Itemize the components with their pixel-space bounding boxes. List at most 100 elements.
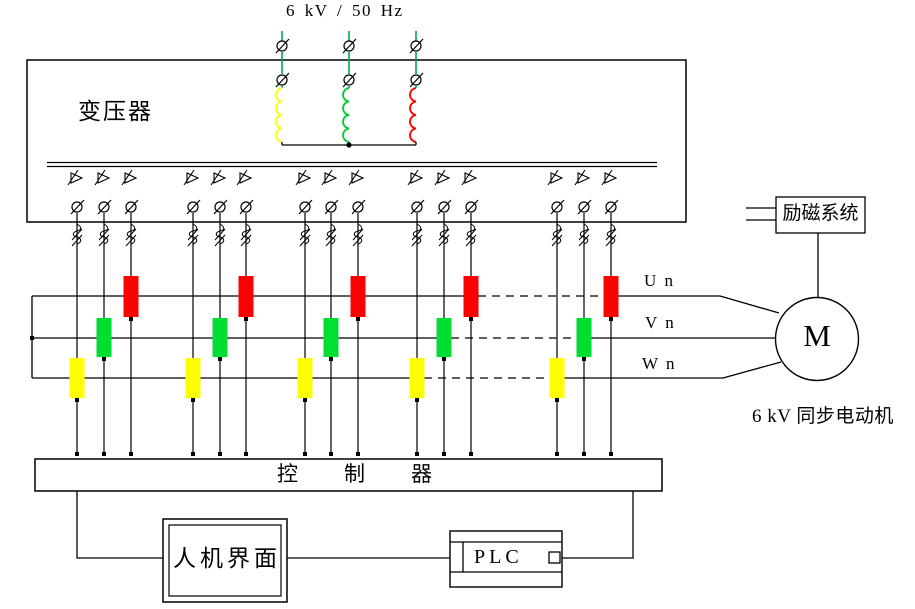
arrester-icon — [412, 223, 422, 245]
arrester-tick — [438, 234, 450, 247]
controller-box — [34, 458, 663, 492]
module-junction-dot — [469, 317, 473, 321]
module-junction-dot — [244, 317, 248, 321]
tap-contact-icon — [351, 172, 365, 184]
excitation-box — [775, 196, 866, 234]
thyristor-module-w — [549, 358, 565, 398]
arrester-tick — [411, 228, 423, 241]
arrester-icon — [466, 223, 476, 245]
module-junction-dot — [356, 317, 360, 321]
tap-isolator-icon-slash — [550, 199, 565, 215]
module-junction-dot — [102, 357, 106, 361]
tap-contact-icon — [186, 172, 200, 184]
tap-contact-tick — [574, 169, 586, 186]
arrester-tick — [352, 234, 364, 247]
phase-u-motor-lead — [719, 295, 780, 314]
tap-isolator-icon-slash — [324, 199, 339, 215]
tap-contact-icon — [124, 172, 138, 184]
arrester-icon — [300, 223, 310, 245]
tap-isolator-icon-slash — [604, 199, 619, 215]
tap-contact-icon — [577, 172, 591, 184]
thyristor-module-w — [185, 358, 201, 398]
motor-caption: 6 kV 同步电动机 — [752, 406, 894, 427]
primary-coil — [409, 87, 417, 143]
arrester-tick — [551, 234, 563, 247]
supply-isolator-icon — [343, 74, 355, 86]
thyristor-module-u — [463, 276, 479, 317]
controller-junction-dot — [555, 452, 559, 456]
controller-junction-dot — [303, 452, 307, 456]
module-junction-dot — [329, 357, 333, 361]
controller-junction-dot — [469, 452, 473, 456]
module-junction-dot — [442, 357, 446, 361]
controller-junction-dot — [244, 452, 248, 456]
tap-isolator-icon-slash — [70, 199, 85, 215]
arrester-icon — [241, 223, 251, 245]
thyristor-module-u — [603, 276, 619, 317]
tap-contact-icon — [437, 172, 451, 184]
excitation-system-label: 励磁系统 — [782, 203, 859, 224]
tap-isolator-icon — [187, 201, 199, 213]
thyristor-module-v — [576, 318, 592, 357]
tap-contact-tick — [348, 169, 360, 186]
transformer-box — [26, 59, 687, 223]
arrester-tick — [98, 234, 110, 247]
controller-plc-wire — [562, 491, 634, 559]
thyristor-module-w — [297, 358, 313, 398]
module-junction-dot — [218, 357, 222, 361]
arrester-tick — [325, 234, 337, 247]
tap-contact-tick — [407, 169, 419, 186]
tap-contact-icon — [604, 172, 618, 184]
arrester-icon — [439, 223, 449, 245]
arrester-icon — [326, 223, 336, 245]
tap-isolator-icon-slash — [97, 199, 112, 215]
thyristor-module-v — [436, 318, 452, 357]
tap-isolator-icon — [465, 201, 477, 213]
thyristor-module-v — [323, 318, 339, 357]
supply-rating-label: 6 kV / 50 Hz — [286, 1, 404, 20]
arrester-tick — [187, 228, 199, 241]
arrester-icon — [606, 223, 616, 245]
tap-contact-tick — [601, 169, 613, 186]
controller-junction-dot — [75, 452, 79, 456]
motor-symbol-label: M — [803, 318, 831, 353]
thyristor-module-w — [409, 358, 425, 398]
thyristor-module-u — [238, 276, 254, 317]
controller-junction-dot — [582, 452, 586, 456]
arrester-tick — [71, 228, 83, 241]
arrester-tick — [98, 228, 110, 241]
tap-contact-tick — [321, 169, 333, 186]
arrester-icon — [579, 223, 589, 245]
supply-isolator-icon-slash — [275, 72, 290, 88]
hmi-box-inner — [168, 524, 282, 597]
controller-junction-dot — [218, 452, 222, 456]
arrester-tick — [438, 228, 450, 241]
module-junction-dot — [609, 317, 613, 321]
module-junction-dot — [415, 398, 419, 402]
arrester-tick — [299, 228, 311, 241]
tap-contact-icon — [213, 172, 227, 184]
tap-isolator-icon-slash — [298, 199, 313, 215]
motor-circle — [774, 296, 860, 382]
controller-junction-dot — [442, 452, 446, 456]
thyristor-module-v — [96, 318, 112, 357]
tap-contact-tick — [547, 169, 559, 186]
supply-isolator-icon-slash — [275, 38, 290, 54]
arrester-tick — [578, 234, 590, 247]
controller-label: 控制器 — [277, 462, 478, 486]
tap-contact-tick — [94, 169, 106, 186]
tap-isolator-icon — [438, 201, 450, 213]
tap-contact-tick — [183, 169, 195, 186]
thyristor-module-v — [212, 318, 228, 357]
star-point-dot — [346, 142, 352, 148]
tap-isolator-icon-slash — [124, 199, 139, 215]
arrester-tick — [465, 234, 477, 247]
supply-isolator-icon-slash — [409, 72, 424, 88]
primary-coil — [275, 87, 283, 143]
arrester-tick — [187, 234, 199, 247]
hmi-box-outer — [162, 518, 288, 603]
tap-contact-tick — [210, 169, 222, 186]
arrester-tick — [125, 228, 137, 241]
phase-u-label: U n — [644, 271, 676, 290]
plc-port — [548, 551, 561, 564]
